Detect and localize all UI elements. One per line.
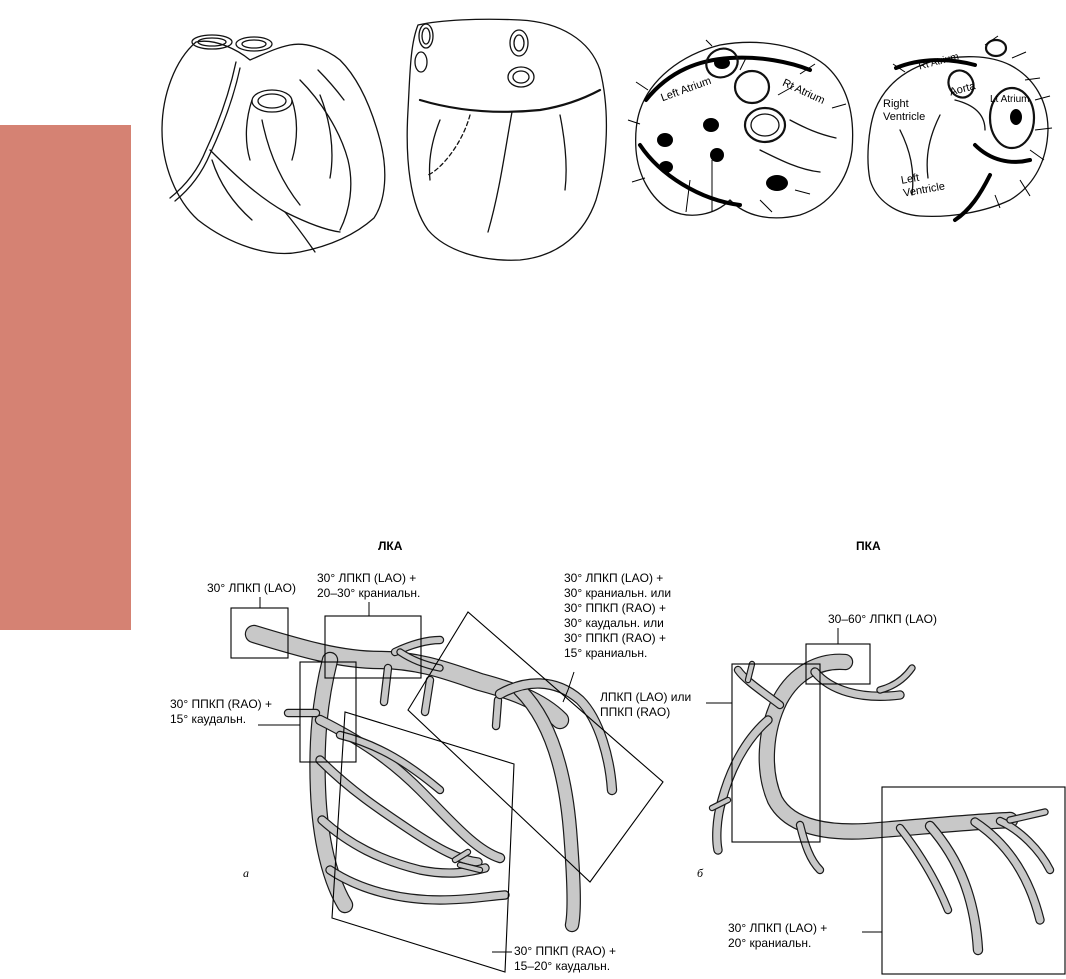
heart4-right-ventricle-label: Right Ventricle [883, 98, 926, 123]
panel-label-a: а [243, 866, 249, 880]
label-rca-lao3060: 30–60° ЛПКП (LAO) [828, 612, 937, 626]
rca-title: ПКА [856, 539, 881, 553]
lca-lad-distal [512, 682, 581, 933]
label-lca-rao-caudal1520: 30° ППКП (RAO) + 15–20° каудальн. [514, 944, 617, 973]
rca-box-lao-or-rao [731, 663, 821, 843]
lca-fork2 [456, 861, 484, 874]
panel-label-b: б [697, 866, 704, 880]
heart-lateral-illustration [867, 35, 1053, 222]
rca-pl3 [1006, 808, 1049, 824]
lca-om-small [335, 730, 445, 795]
heart-base-illustration [627, 39, 854, 219]
rca-vessel-tree [708, 653, 1055, 956]
rca-cone-fork [876, 664, 916, 694]
lca-septal1 [379, 663, 393, 707]
lca-diagonal [494, 678, 618, 796]
label-rca-lao-cranial20: 30° ЛПКП (LAO) + 20° краниальн. [728, 921, 828, 950]
label-lca-lao-cranial: 30° ЛПКП (LAO) + 20–30° краниальн. [317, 571, 421, 600]
lca-om3 [317, 815, 490, 878]
lca-title: ЛКА [378, 539, 403, 553]
lca-fork1 [451, 848, 472, 864]
lca-vessel-tree [244, 624, 618, 933]
rca-pl1 [970, 817, 1045, 925]
leader-views-list [562, 671, 575, 703]
label-lca-lao-or-rao: ЛПКП (LAO) или ППКП (RAO) [600, 690, 692, 719]
heart4-lt-atrium-label: Lt Atrium [990, 94, 1030, 105]
label-lca-views-list: 30° ЛПКП (LAO) + 30° краниальн. или 30° … [564, 571, 672, 660]
lca-box-views-list [407, 611, 664, 883]
label-lca-rao-caudal15: 30° ППКП (RAO) + 15° каудальн. [170, 697, 273, 726]
lca-om4 [325, 865, 510, 905]
lca-box-lao-cranial [324, 615, 422, 679]
heart-outline-illustration [406, 18, 608, 261]
lca-box-rao-caudal15 [299, 661, 357, 763]
rca-pda [924, 820, 984, 956]
label-lca-lao30: 30° ЛПКП (LAO) [207, 581, 296, 595]
lca-branch-upper2 [396, 648, 444, 672]
heart-anterior-illustration [161, 34, 386, 255]
lca-septal3 [491, 695, 503, 731]
rca-rv-fork [708, 796, 732, 812]
rca-box-lao-cranial20 [881, 786, 1066, 975]
lca-septal2 [420, 675, 435, 717]
rca-acute-marginal [795, 820, 825, 875]
side-tab [0, 125, 131, 630]
rca-sa-branch [733, 665, 785, 710]
rca-pl2 [995, 816, 1055, 875]
lca-box-rao-caudal1520 [331, 711, 515, 973]
rca-branch-mid [895, 823, 953, 915]
rca-sa-fork [744, 660, 756, 684]
